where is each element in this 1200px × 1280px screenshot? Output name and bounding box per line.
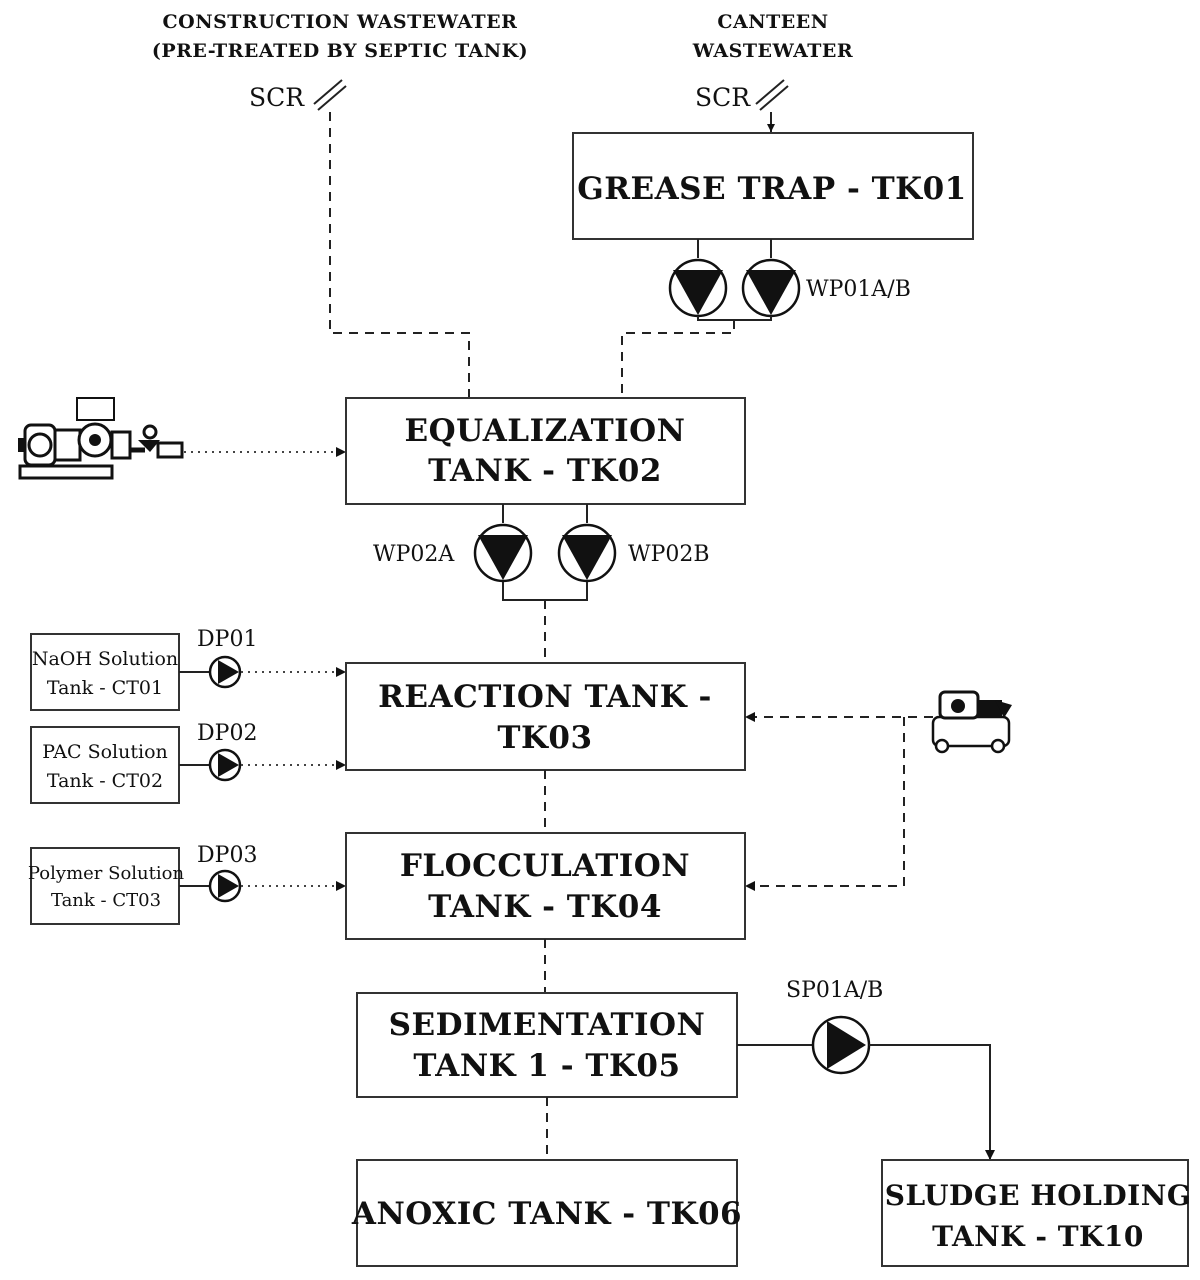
tk03-label-line2: TK03: [497, 720, 592, 756]
screen-right-label: SCR: [695, 83, 751, 112]
construction-wastewater-label: CONSTRUCTION WASTEWATER: [163, 11, 518, 33]
pump-icon: [557, 523, 617, 583]
pac-solution-tank-ct02: PAC Solution Tank - CT02: [30, 726, 180, 804]
flocculation-tank-tk04: FLOCCULATION TANK - TK04: [345, 832, 746, 940]
polymer-solution-tank-ct03: Polymer Solution Tank - CT03: [28, 847, 185, 925]
dp03-label: DP03: [197, 843, 257, 868]
bar-screen-icon: [313, 79, 347, 111]
pump-icon: [208, 869, 242, 903]
dp01-label: DP01: [197, 627, 257, 652]
tk01-to-tk02-line: [621, 320, 735, 398]
ct01-label-line1: NaOH Solution: [32, 648, 178, 670]
air-blower-icon: [18, 397, 184, 480]
tk05-label-line1: SEDIMENTATION: [389, 1007, 706, 1043]
construction-wastewater-line: [329, 112, 470, 398]
pump-icon: [668, 258, 728, 318]
tk02-label-line1: EQUALIZATION: [405, 413, 686, 449]
screen-left-label: SCR: [249, 83, 305, 112]
ct01-label-line2: Tank - CT01: [47, 677, 163, 699]
wp02a-label: WP02A: [373, 542, 455, 567]
dp02-label: DP02: [197, 721, 257, 746]
wp01-pumps: WP01A/B: [668, 239, 911, 321]
ct03-label-line2: Tank - CT03: [51, 890, 161, 911]
naoh-solution-tank-ct01: NaOH Solution Tank - CT01: [30, 633, 180, 711]
reaction-tank-tk03: REACTION TANK - TK03: [345, 662, 746, 771]
pump-icon: [811, 1015, 871, 1075]
wp02b-label: WP02B: [628, 542, 710, 567]
canteen-wastewater-label: CANTEEN: [717, 11, 828, 33]
wp02-pumps: WP02A WP02B: [373, 504, 710, 601]
bar-screen-icon: [755, 79, 789, 111]
wp01-label: WP01A/B: [806, 277, 911, 302]
tk10-label-line2: TANK - TK10: [932, 1220, 1144, 1253]
grease-trap-tk01: GREASE TRAP - TK01: [572, 132, 974, 240]
canteen-wastewater-sublabel: WASTEWATER: [692, 40, 853, 62]
construction-wastewater-sublabel: (PRE-TREATED BY SEPTIC TANK): [152, 40, 528, 62]
tk04-label-line1: FLOCCULATION: [400, 848, 690, 884]
ct02-label-line1: PAC Solution: [42, 741, 168, 763]
sp01-pump: SP01A/B: [737, 978, 995, 1160]
tk03-label-line1: REACTION TANK -: [378, 679, 712, 715]
canteen-inlet-line: [767, 112, 775, 133]
pump-icon: [208, 748, 242, 782]
air-line-to-tk03-tk04: [745, 712, 933, 891]
equalization-tank-tk02: EQUALIZATION TANK - TK02: [345, 397, 746, 505]
tk02-label-line2: TANK - TK02: [428, 453, 662, 489]
sludge-holding-tank-tk10: SLUDGE HOLDING TANK - TK10: [881, 1159, 1192, 1267]
tk10-label-line1: SLUDGE HOLDING: [885, 1179, 1192, 1212]
sp01-label: SP01A/B: [786, 978, 883, 1003]
pump-icon: [741, 258, 801, 318]
tk06-label: ANOXIC TANK - TK06: [351, 1196, 742, 1232]
air-line-to-tk02: [184, 447, 346, 457]
anoxic-tank-tk06: ANOXIC TANK - TK06: [351, 1159, 742, 1267]
pump-icon: [208, 655, 242, 689]
tk04-label-line2: TANK - TK04: [428, 889, 662, 925]
tk05-label-line2: TANK 1 - TK05: [413, 1048, 680, 1084]
ct03-label-line1: Polymer Solution: [28, 863, 185, 884]
sedimentation-tank-tk05: SEDIMENTATION TANK 1 - TK05: [356, 992, 738, 1098]
pump-icon: [473, 523, 533, 583]
ct02-label-line2: Tank - CT02: [47, 770, 163, 792]
tk01-label: GREASE TRAP - TK01: [577, 171, 967, 207]
air-compressor-icon: [931, 690, 1012, 754]
